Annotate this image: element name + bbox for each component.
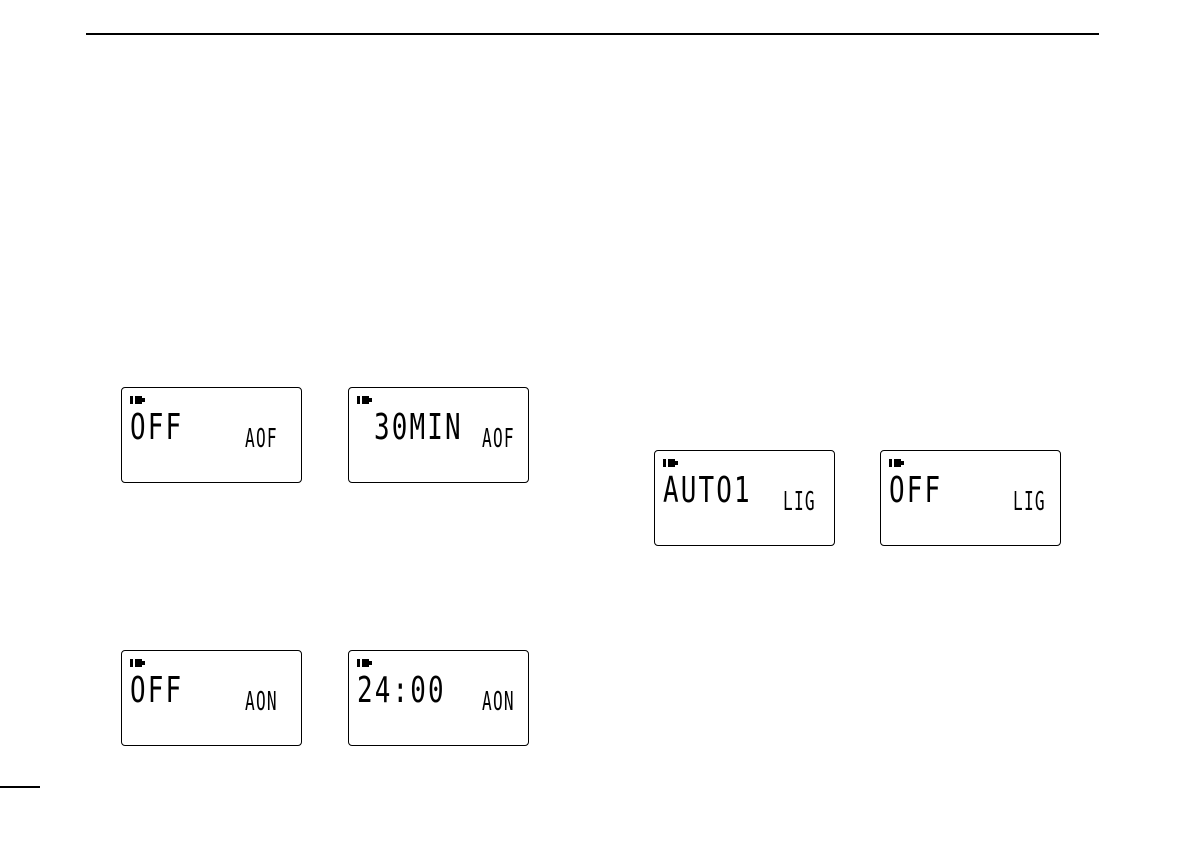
lcd-item-label: AON	[245, 689, 278, 715]
lcd-display-auto-off-30min: 30MIN AOF	[348, 387, 529, 483]
lcd-main-readout: OFF	[130, 410, 183, 446]
battery-icon	[130, 396, 145, 404]
page-number-rule	[0, 786, 40, 788]
battery-icon	[889, 459, 904, 467]
battery-icon	[130, 659, 145, 667]
lcd-display-auto-off-off: OFF AOF	[121, 387, 302, 483]
battery-icon	[357, 396, 372, 404]
header-rule	[86, 33, 1099, 35]
lcd-main-readout: OFF	[889, 473, 942, 509]
lcd-display-backlight-auto: AUTO1 LIG	[654, 450, 835, 546]
lcd-item-label: LIG	[783, 489, 816, 515]
lcd-display-auto-on-off: OFF AON	[121, 650, 302, 746]
lcd-main-readout: OFF	[130, 673, 183, 709]
lcd-display-auto-on-time: 24:00 AON	[348, 650, 529, 746]
lcd-item-label: AON	[482, 689, 515, 715]
lcd-main-readout: 24:00	[357, 673, 446, 709]
lcd-item-label: AOF	[245, 426, 278, 452]
lcd-display-backlight-off: OFF LIG	[880, 450, 1061, 546]
battery-icon	[663, 459, 678, 467]
lcd-main-readout: 30MIN	[374, 410, 463, 446]
lcd-item-label: AOF	[482, 426, 515, 452]
lcd-item-label: LIG	[1013, 489, 1046, 515]
lcd-main-readout: AUTO1	[663, 473, 752, 509]
battery-icon	[357, 659, 372, 667]
